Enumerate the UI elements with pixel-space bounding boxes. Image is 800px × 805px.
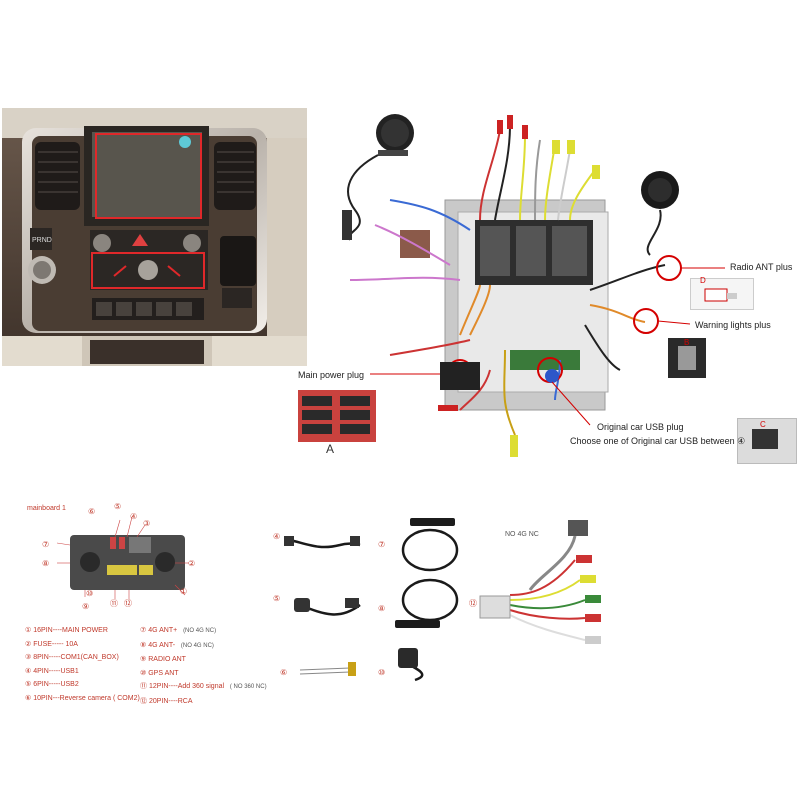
parts-illustration [270, 500, 800, 800]
radio-ant-inset [690, 278, 754, 310]
callout-11: ⑪ [110, 599, 118, 608]
part-12-num: ⑫ [469, 599, 477, 608]
callout-9: ⑨ [82, 602, 90, 611]
mainboard-title: mainboard 1 [27, 505, 66, 512]
part-5-num: ⑤ [273, 594, 281, 603]
main-power-pinout-image [298, 390, 376, 442]
legend-item: ⑪ 12PIN----Add 360 signal ( NO 360 NC) [140, 683, 267, 690]
legend-item: ① 16PIN----MAIN POWER [25, 627, 108, 634]
legend-item: ⑥ 10PIN---Reverse camera ( COM2) [25, 694, 140, 702]
legend-item: ⑦ 4G ANT+ (NO 4G NC) [140, 627, 217, 634]
legend-left: ① 16PIN----MAIN POWER ② FUSE----- 10A ③ … [25, 624, 140, 705]
part-4-num: ④ [273, 532, 281, 541]
callout-6: ⑥ [88, 507, 96, 516]
legend-item: ④ 4PIN-----USB1 [25, 667, 79, 675]
callout-10: ⑩ [86, 589, 94, 598]
no-4g-label: NO 4G NC [505, 531, 539, 538]
legend-right: ⑦ 4G ANT+ (NO 4G NC) ⑧ 4G ANT- (NO 4G NC… [140, 624, 267, 708]
part-7-num: ⑦ [378, 540, 386, 549]
callout-1: ① [180, 587, 188, 596]
legend-item: ⑨ RADIO ANT [140, 656, 186, 663]
svg-text:PRND: PRND [32, 237, 52, 244]
legend-item: ⑧ 4G ANT- (NO 4G NC) [140, 641, 214, 649]
car-dashboard-photo: PRND [2, 108, 307, 366]
legend-item: ③ 8PIN-----COM1(CAN_BOX) [25, 654, 119, 661]
legend-item: ⑩ GPS ANT [140, 669, 179, 677]
legend-item: ⑤ 6PIN-----USB2 [25, 681, 79, 688]
callout-4: ④ [130, 512, 138, 521]
legend-item: ⑫ 20PIN----RCA [140, 697, 193, 705]
mainboard-diagram [55, 515, 195, 605]
callout-8: ⑧ [42, 559, 50, 568]
callout-7: ⑦ [42, 540, 50, 549]
usb-choose-label: Choose one of Original car USB between ④ [570, 436, 746, 446]
part-6-num: ⑥ [280, 668, 288, 677]
callout-2: ② [188, 559, 196, 568]
part-10-num: ⑩ [378, 668, 386, 677]
part-8-num: ⑧ [378, 604, 386, 613]
usb-inset [737, 418, 797, 464]
wiring-diagram [330, 100, 800, 470]
callout-3: ③ [143, 519, 151, 528]
letter-b-label: B [684, 338, 690, 347]
main-power-label: Main power plug [298, 370, 365, 380]
radio-ant-label: Radio ANT plus [730, 262, 793, 272]
usb-plug-label: Original car USB plug [597, 422, 684, 432]
letter-c-label: C [760, 420, 766, 429]
callout-5: ⑤ [114, 502, 122, 511]
warning-lights-label: Warning lights plus [695, 320, 771, 330]
warning-inset [668, 338, 706, 378]
callout-12: ⑫ [124, 599, 132, 608]
letter-a-label: A [326, 442, 335, 456]
legend-item: ② FUSE----- 10A [25, 640, 78, 648]
letter-d-label: D [700, 276, 706, 285]
